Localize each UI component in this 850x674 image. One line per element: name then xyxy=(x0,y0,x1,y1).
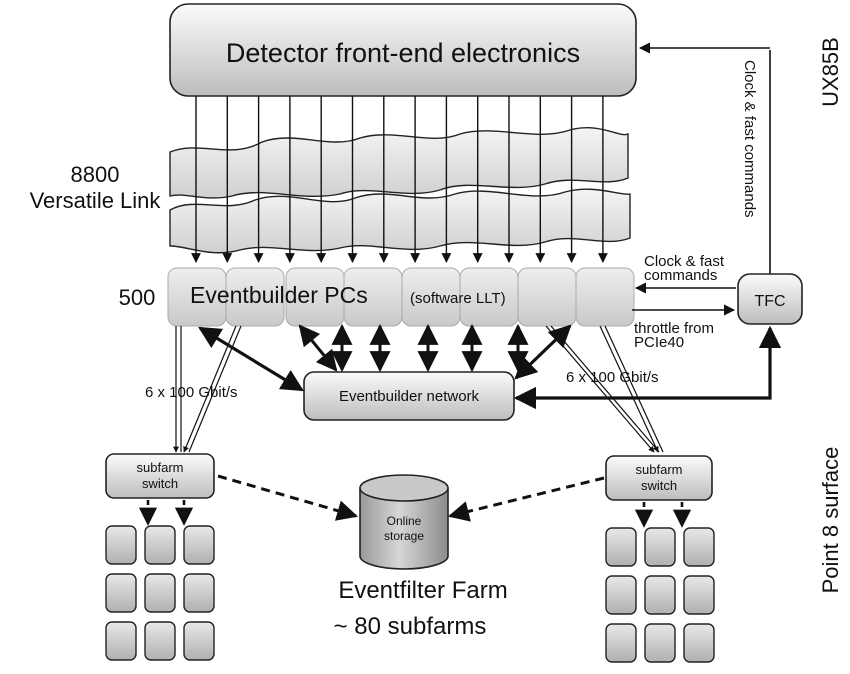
bandwidth-right-label: 6 x 100 Gbit/s xyxy=(566,369,659,386)
online-storage-line2: storage xyxy=(384,529,424,543)
tfc-label: TFC xyxy=(754,293,785,310)
throttle-label-line2: PCIe40 xyxy=(634,334,684,351)
location-top-label: UX85B xyxy=(818,37,843,107)
subfarm-switch-right xyxy=(605,455,713,501)
farm-node xyxy=(644,623,676,663)
switch-node-arrows xyxy=(138,500,692,528)
online-storage-cylinder xyxy=(359,474,449,570)
farm-node xyxy=(144,621,176,661)
subfarm-switch-right-line2: switch xyxy=(641,478,677,493)
versatile-link-band-upper xyxy=(169,127,629,199)
farm-node xyxy=(144,525,176,565)
online-storage-line1: Online xyxy=(387,514,422,528)
farm-node xyxy=(105,525,137,565)
detector-frontend-label: Detector front-end electronics xyxy=(226,38,580,68)
eventbuilder-pc-box xyxy=(517,267,577,327)
link-name-label: Versatile Link xyxy=(30,188,162,213)
pc-count-label: 500 xyxy=(119,285,156,310)
farm-node xyxy=(144,573,176,613)
farm-node xyxy=(105,573,137,613)
farm-node xyxy=(605,527,637,567)
clock-fast-label-line2: commands xyxy=(644,267,717,284)
farm-node xyxy=(683,575,715,615)
link-count-label: 8800 xyxy=(71,162,120,187)
subfarm-switch-left-line2: switch xyxy=(142,476,178,491)
tfc-box xyxy=(737,273,803,325)
farm-node xyxy=(683,527,715,567)
eventbuilder-pcs-label: Eventbuilder PCs xyxy=(190,282,368,308)
farm-node xyxy=(105,621,137,661)
farm-node xyxy=(644,575,676,615)
farm-node xyxy=(605,623,637,663)
clock-fast-commands-vertical-label: Clock & fast commands xyxy=(741,60,758,218)
eventbuilder-pc-row xyxy=(167,267,635,327)
detector-frontend-box xyxy=(169,3,637,97)
subfarm-count-label: ~ 80 subfarms xyxy=(334,613,487,640)
software-llt-label: (software LLT) xyxy=(410,290,506,307)
farm-node xyxy=(683,623,715,663)
farm-node xyxy=(605,575,637,615)
eventbuilder-pc-box xyxy=(225,267,285,327)
farm-node xyxy=(644,527,676,567)
versatile-link-band-lower xyxy=(169,188,631,254)
farm-nodes-left xyxy=(105,525,215,661)
clock-fast-label-line1: Clock & fast xyxy=(644,253,725,270)
bandwidth-left-label: 6 x 100 Gbit/s xyxy=(145,384,238,401)
farm-node xyxy=(183,573,215,613)
eventbuilder-network-label: Eventbuilder network xyxy=(339,388,480,405)
location-bottom-label: Point 8 surface xyxy=(818,447,843,594)
link-arrows xyxy=(191,96,608,263)
left-uplink-lines xyxy=(173,325,242,453)
farm-nodes-right xyxy=(605,527,715,663)
subfarm-switch-left xyxy=(105,453,215,499)
eventbuilder-pc-box xyxy=(575,267,635,327)
right-uplink-lines xyxy=(545,325,664,453)
farm-node xyxy=(183,525,215,565)
eventfilter-farm-label: Eventfilter Farm xyxy=(338,577,507,604)
subfarm-switch-right-line1: subfarm xyxy=(636,462,683,477)
farm-node xyxy=(183,621,215,661)
subfarm-switch-left-line1: subfarm xyxy=(137,460,184,475)
